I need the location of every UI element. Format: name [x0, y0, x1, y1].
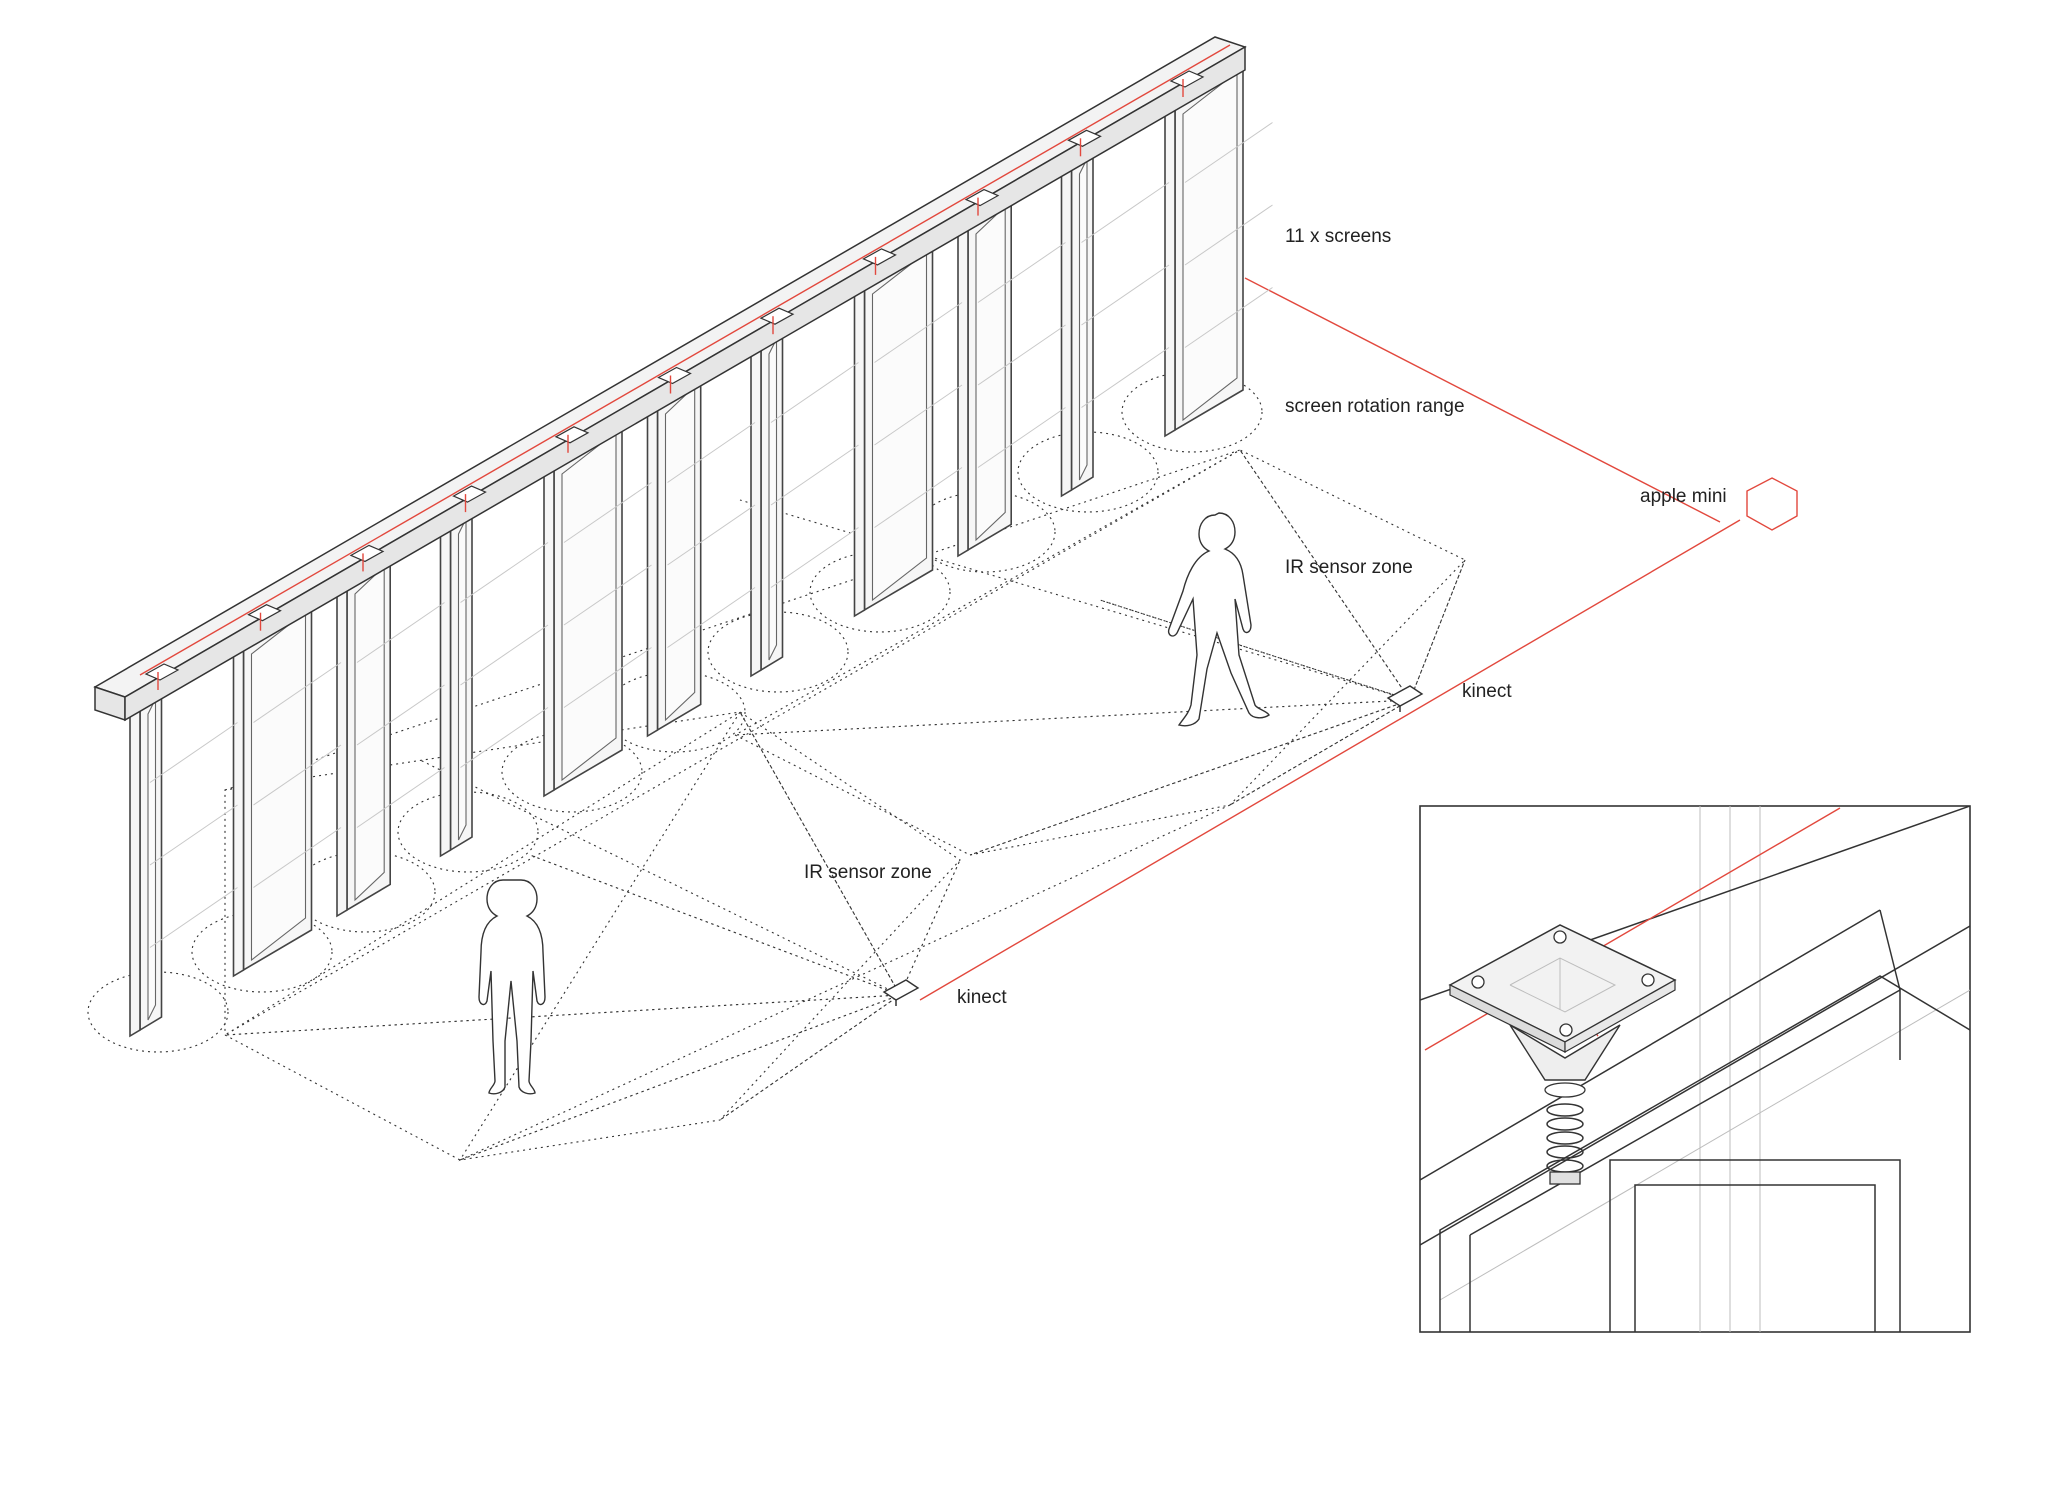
screen-panel — [232, 598, 342, 978]
label-screens: 11 x screens — [1285, 226, 1391, 247]
wiring-line-lower — [919, 519, 1741, 1001]
wiring-line-top — [1244, 277, 1721, 523]
beam-red-wire — [139, 44, 1231, 676]
screen-panel — [1164, 58, 1273, 438]
label-kinect-lower: kinect — [957, 987, 1007, 1008]
screen-panel — [129, 685, 238, 1038]
motor-icon — [862, 248, 897, 275]
screen-panel — [336, 552, 445, 918]
motor-icon — [349, 544, 385, 572]
kinect-upper-icon — [1386, 685, 1424, 712]
screens-group — [129, 58, 1273, 1038]
bolt-icon — [1471, 975, 1485, 989]
label-apple-mini: apple mini — [1640, 486, 1727, 507]
sensor-zone-lines — [87, 371, 1466, 1162]
overhead-beam — [93, 36, 1247, 722]
motor-icon — [657, 366, 692, 394]
screen-panel — [957, 192, 1066, 558]
motors-group — [144, 70, 1205, 690]
kinect-lower-icon — [882, 979, 920, 1006]
motor-icon — [144, 663, 180, 690]
bolt-icon — [1641, 973, 1655, 987]
label-ir-sensor-zone-upper: IR sensor zone — [1285, 557, 1413, 578]
motor-icon — [964, 188, 1000, 216]
motor-icon — [554, 426, 590, 453]
screen-panel — [646, 372, 756, 738]
label-kinect-upper: kinect — [1462, 681, 1512, 702]
motor-icon — [247, 604, 282, 631]
detail-inset-frame — [1419, 805, 1971, 1333]
upper-zone-outline — [734, 449, 1466, 856]
apple-mini-hexagon-icon — [1746, 477, 1798, 531]
motor-icon — [1169, 70, 1205, 97]
upper-zone-rays — [734, 449, 1466, 856]
beam-front-face — [124, 45, 1246, 722]
label-ir-sensor-zone-lower: IR sensor zone — [804, 862, 932, 883]
screen-panel — [439, 505, 549, 858]
screen-panel — [853, 238, 963, 618]
screen-panel — [1060, 145, 1170, 498]
detail-inset — [1419, 805, 1971, 1333]
screen-panel — [750, 325, 859, 678]
bolt-icon — [1559, 1023, 1573, 1037]
person-right — [1167, 512, 1270, 727]
lower-zone-outline — [224, 711, 961, 1161]
connector-rays — [224, 449, 1241, 1162]
lower-zone-rays — [224, 711, 961, 1161]
motor-icon — [759, 307, 795, 335]
motor-icon — [452, 485, 487, 513]
motor-icon — [1067, 129, 1102, 157]
label-rotation-range: screen rotation range — [1285, 396, 1465, 417]
person-left — [478, 879, 546, 1095]
pivot-cone — [1509, 1024, 1621, 1081]
screen-panel — [543, 418, 652, 798]
bolt-icon — [1553, 930, 1567, 944]
